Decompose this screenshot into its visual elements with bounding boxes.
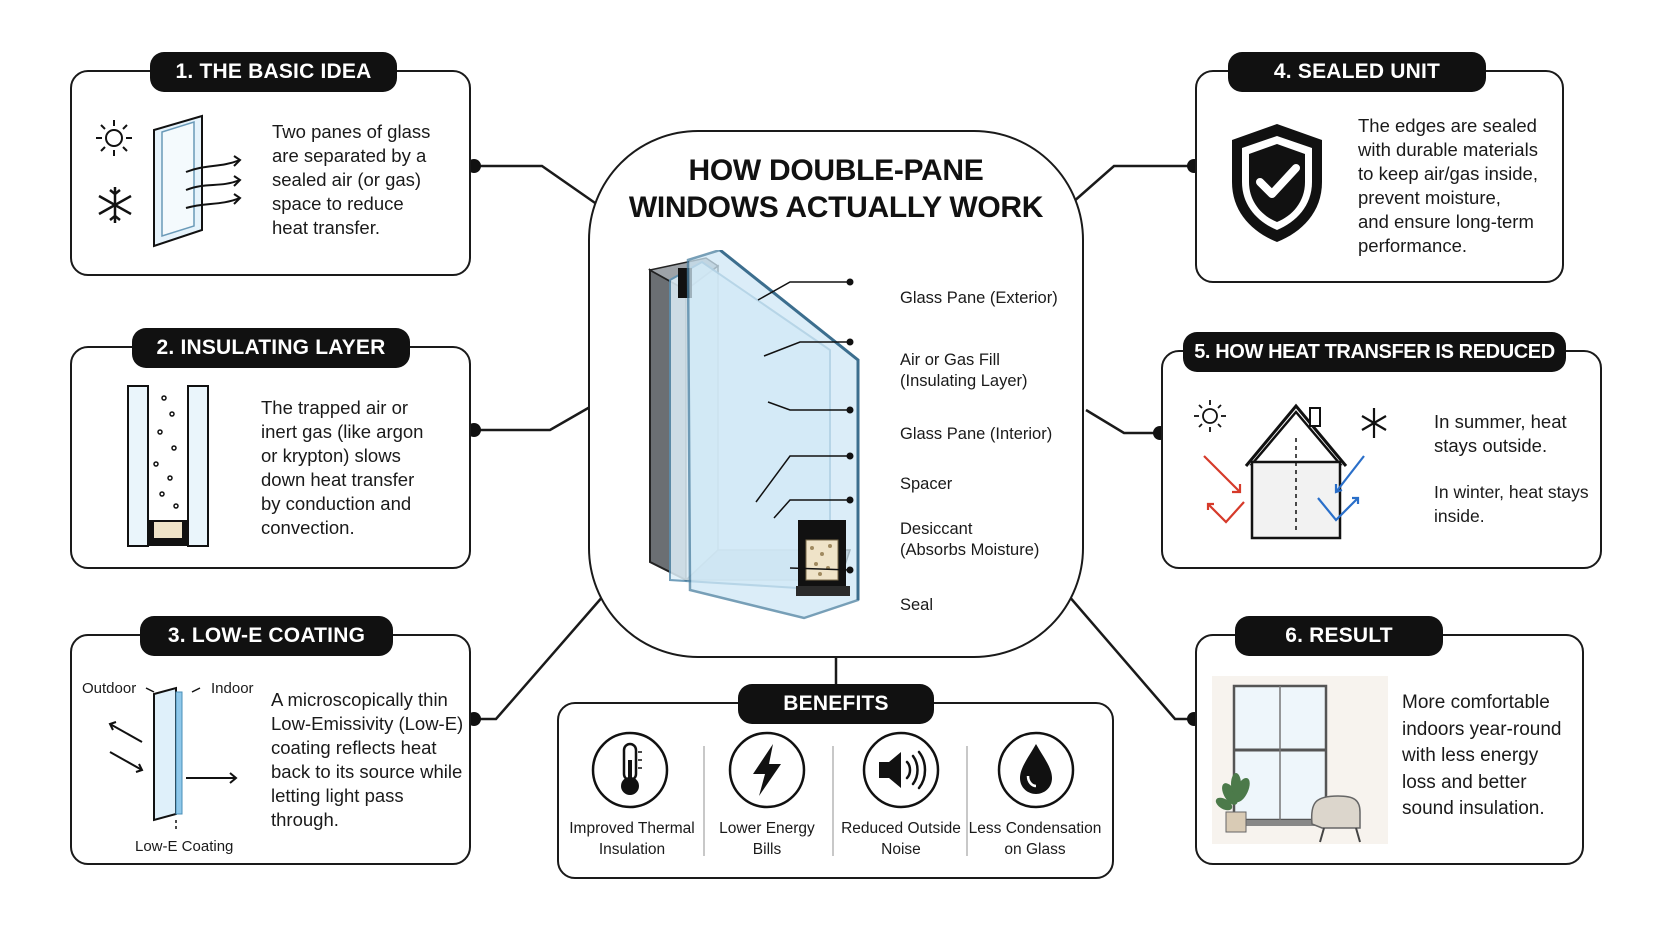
- text-winter: In winter, heat stays inside.: [1434, 482, 1589, 526]
- sun-icon: [96, 120, 132, 156]
- glass-pane-icon: [153, 114, 242, 248]
- benefit-label-energy: Lower Energy Bills: [719, 820, 815, 858]
- callout-air-gas-fill: Air or Gas Fill (Insulating Layer): [900, 351, 1028, 390]
- lightning-icon: [728, 731, 806, 809]
- benefits-divider: [832, 746, 834, 856]
- water-drop-icon: [997, 731, 1075, 809]
- label-indoor: Indoor: [211, 680, 254, 697]
- callout-glass-pane-exterior: Glass Pane (Exterior): [900, 289, 1058, 307]
- panel-heat-transfer: [1161, 350, 1602, 569]
- callout-glass-pane-interior: Glass Pane (Interior): [900, 425, 1053, 443]
- window-cross-section-illustration: [647, 250, 860, 620]
- callout-seal: Seal: [900, 596, 934, 614]
- page-title: HOW DOUBLE-PANE WINDOWS ACTUALLY WORK: [628, 154, 1044, 224]
- panel-basic-idea: [70, 70, 471, 276]
- benefits-divider: [966, 746, 968, 856]
- label-outdoor: Outdoor: [82, 680, 137, 697]
- thermometer-icon: [591, 731, 669, 809]
- callout-desiccant: Desiccant (Absorbs Moisture): [900, 520, 1040, 559]
- callout-leaders: [755, 278, 854, 574]
- text-summer: In summer, heat stays outside.: [1434, 411, 1567, 456]
- heading-insulating-layer: 2. INSULATING LAYER: [132, 328, 410, 368]
- text-result: More comfortable indoors year-round with…: [1402, 692, 1562, 819]
- insulating-gap-icon: [127, 385, 209, 547]
- text-insulating-layer: The trapped air or inert gas (like argon…: [261, 397, 424, 538]
- label-low-e-coating: Low-E Coating: [135, 838, 234, 855]
- heading-result: 6. RESULT: [1235, 616, 1443, 656]
- benefit-label-noise: Reduced Outside Noise: [841, 820, 961, 858]
- benefit-label-condensation: Less Condensation on Glass: [968, 820, 1102, 858]
- text-low-e-coating: A microscopically thin Low-Emissivity (L…: [271, 689, 464, 830]
- shield-check-icon: [1232, 124, 1322, 242]
- benefits-divider: [703, 746, 705, 856]
- low-e-pane-icon: [108, 686, 238, 830]
- heading-basic-idea: 1. THE BASIC IDEA: [150, 52, 397, 92]
- heading-sealed-unit: 4. SEALED UNIT: [1228, 52, 1486, 92]
- heading-benefits: BENEFITS: [738, 684, 934, 724]
- callout-spacer: Spacer: [900, 475, 953, 493]
- benefit-label-thermal: Improved Thermal Insulation: [569, 820, 695, 858]
- panel-low-e-coating: [70, 634, 471, 865]
- snowflake-icon: [98, 187, 132, 223]
- heading-low-e-coating: 3. LOW-E COATING: [140, 616, 393, 656]
- text-basic-idea: Two panes of glass are separated by a se…: [272, 121, 431, 238]
- speaker-icon: [862, 731, 940, 809]
- heading-heat-transfer: 5. HOW HEAT TRANSFER IS REDUCED: [1183, 332, 1566, 372]
- text-sealed-unit: The edges are sealed with durable materi…: [1358, 115, 1538, 256]
- window-room-illustration: [1212, 676, 1388, 844]
- house-heat-flow-icon: [1194, 400, 1387, 540]
